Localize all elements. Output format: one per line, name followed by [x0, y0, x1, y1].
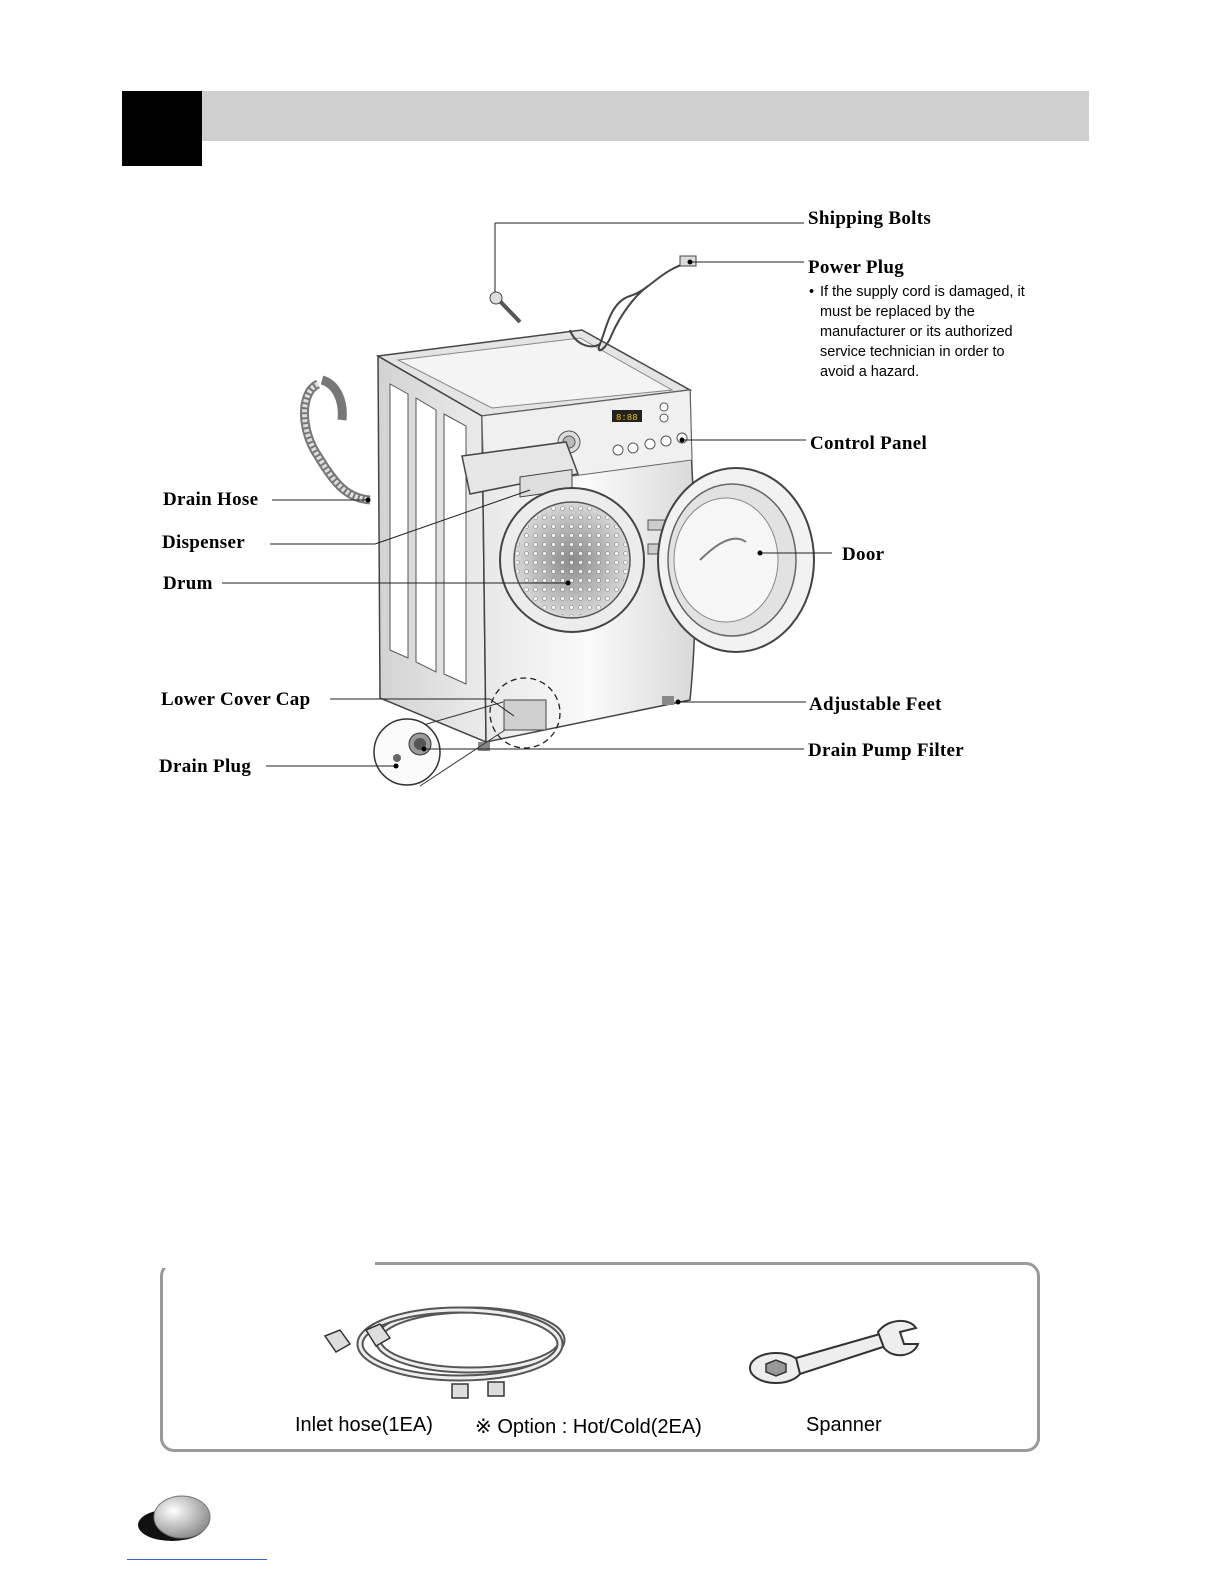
label-inlet-option: ※ Option : Hot/Cold(2EA) [475, 1416, 702, 1438]
washing-machine-illustration: 8:88 [222, 222, 832, 787]
accessories-box-tab [163, 1256, 375, 1268]
page-number-oval [138, 1495, 211, 1541]
accessories-box [160, 1262, 1040, 1452]
label-spanner: Spanner [806, 1414, 882, 1436]
label-adjustable-feet: Adjustable Feet [809, 694, 942, 715]
bullet-icon: • [809, 284, 815, 300]
label-dispenser: Dispenser [162, 532, 245, 553]
label-drain-pump-filter: Drain Pump Filter [808, 740, 965, 761]
label-shipping-bolts: Shipping Bolts [808, 208, 932, 229]
label-power-plug: Power Plug [808, 257, 905, 278]
label-door: Door [842, 544, 885, 565]
section-header-block [122, 91, 202, 166]
label-inlet-hose: Inlet hose(1EA) [295, 1414, 433, 1436]
power-plug-note-text: If the supply cord is damaged, it must b… [820, 284, 1025, 380]
power-plug-note: • If the supply cord is damaged, it must… [809, 282, 1039, 382]
label-drum: Drum [163, 573, 213, 594]
svg-text:8:88: 8:88 [616, 413, 638, 423]
label-drain-plug: Drain Plug [159, 756, 252, 777]
label-drain-hose: Drain Hose [163, 489, 259, 510]
section-header-bar [202, 91, 1089, 141]
footer-rule [127, 1559, 267, 1560]
label-lower-cover-cap: Lower Cover Cap [161, 689, 311, 710]
label-control-panel: Control Panel [810, 433, 928, 454]
